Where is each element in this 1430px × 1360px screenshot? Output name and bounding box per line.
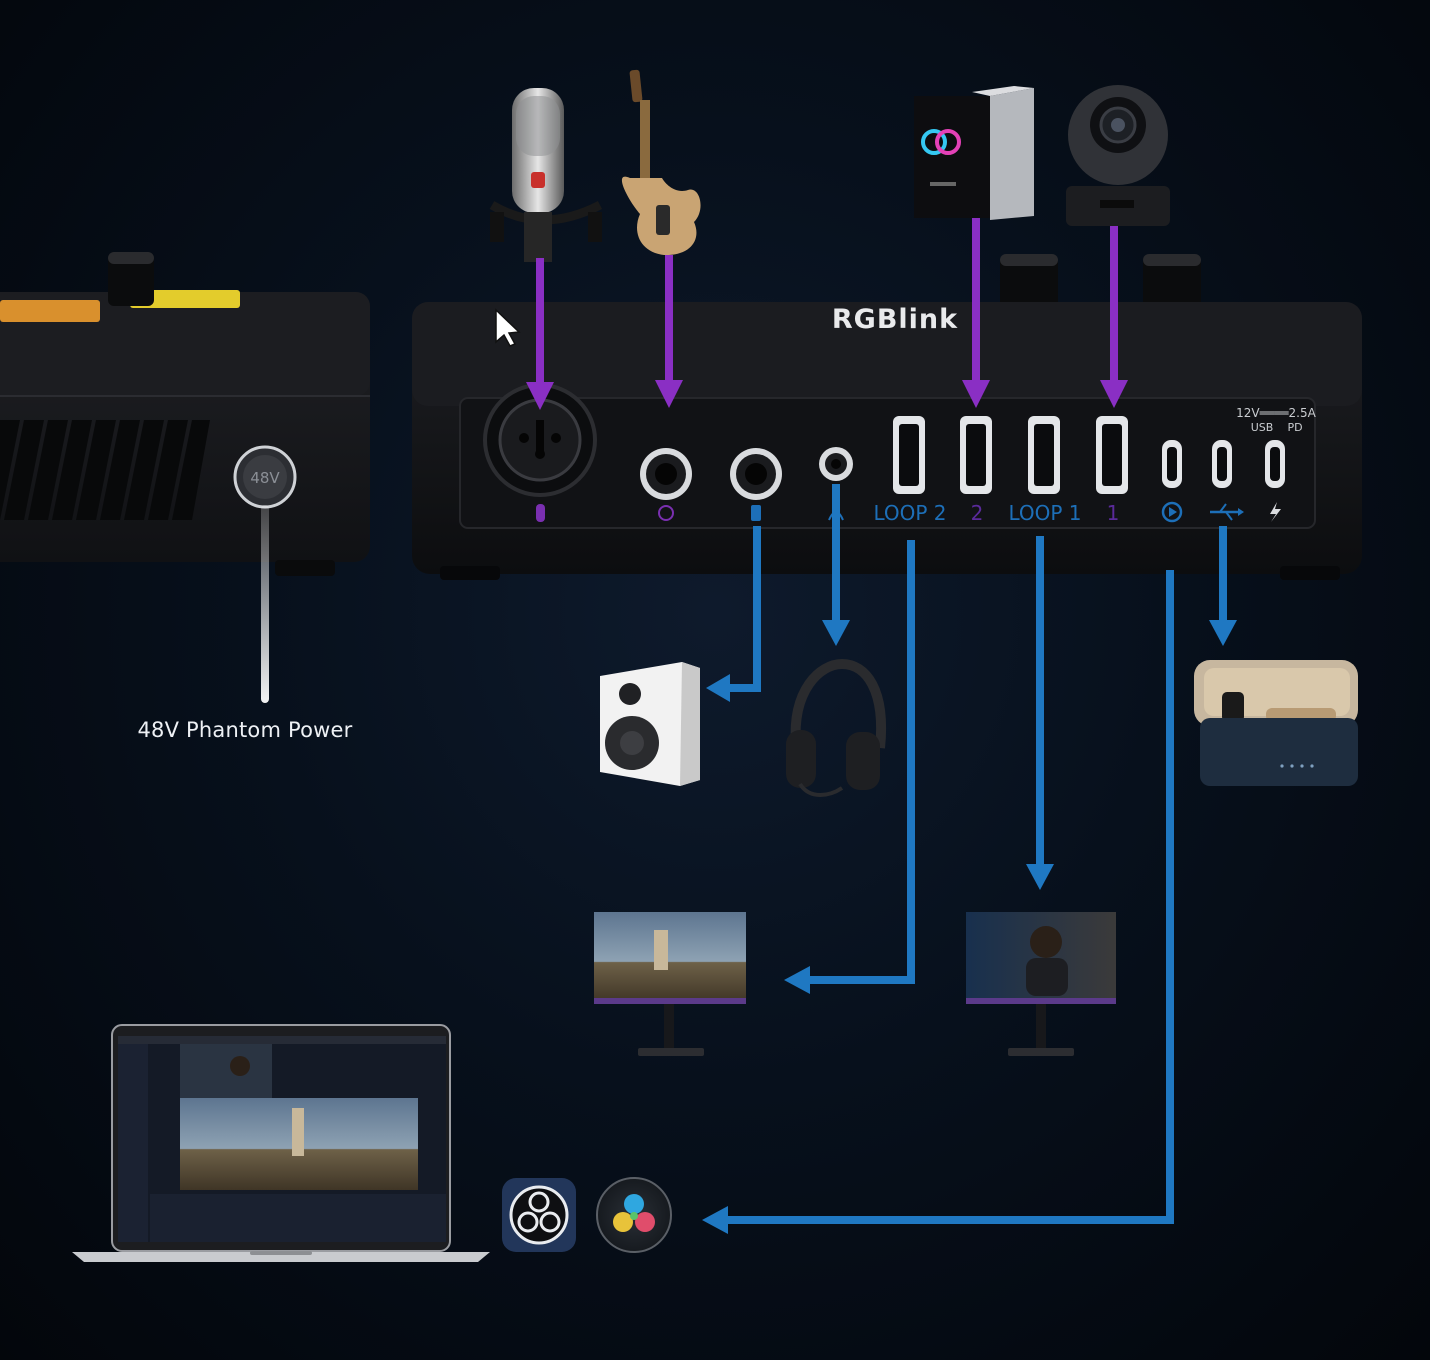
hdmi1-label: 1 bbox=[1107, 501, 1120, 525]
device-front-panel: RGBlink bbox=[412, 254, 1362, 580]
headphone-jack[interactable] bbox=[819, 447, 853, 481]
xlr-combo-input[interactable] bbox=[483, 383, 597, 497]
headset-icon bbox=[786, 658, 887, 797]
mic-input-icon bbox=[536, 504, 545, 522]
speaker-out-jack[interactable] bbox=[730, 448, 782, 500]
obs-studio-icon[interactable] bbox=[502, 1178, 576, 1252]
stream-output-icon bbox=[1161, 501, 1183, 523]
power-bolt-icon bbox=[1270, 502, 1281, 522]
side-vents bbox=[0, 420, 210, 520]
speaker-icon bbox=[600, 662, 700, 786]
studio-microphone-icon bbox=[489, 88, 603, 262]
hdmi-in1-port[interactable] bbox=[1096, 416, 1128, 494]
phantom-power-caption: 48V Phantom Power bbox=[137, 718, 353, 742]
gaming-pc-icon bbox=[914, 86, 1034, 220]
usb-icon bbox=[1210, 503, 1244, 521]
loop1-label: LOOP 1 bbox=[1008, 501, 1081, 525]
side-view-device: 48V bbox=[0, 252, 370, 703]
speaker-output-icon bbox=[751, 505, 761, 521]
ptz-camera-icon bbox=[1066, 85, 1170, 226]
usb-c-host-port[interactable] bbox=[1212, 440, 1232, 488]
power-spec-pd: PD bbox=[1287, 421, 1302, 434]
hdmi-in2-port[interactable] bbox=[960, 416, 992, 494]
knob-left bbox=[1000, 254, 1058, 310]
electric-guitar-icon bbox=[621, 69, 701, 256]
mouse-cursor-icon bbox=[495, 308, 521, 347]
monitor-streamer-icon bbox=[966, 912, 1116, 1056]
monitor-game-scene-icon bbox=[594, 912, 746, 1056]
side-knob bbox=[108, 252, 154, 306]
phantom-power-pointer bbox=[261, 505, 269, 703]
usb-c-stream-port[interactable] bbox=[1162, 440, 1182, 488]
instrument-jack[interactable] bbox=[640, 448, 692, 500]
brand-logo: RGBlink bbox=[832, 304, 958, 335]
orange-fader-strip bbox=[0, 300, 100, 322]
phantom-power-button[interactable]: 48V bbox=[233, 445, 297, 509]
power-spec-usb: USB bbox=[1251, 421, 1274, 434]
knob-right bbox=[1143, 254, 1201, 310]
input-arrows bbox=[526, 218, 1128, 410]
hdmi-loop2-port[interactable] bbox=[893, 416, 925, 494]
phantom-button-label: 48V bbox=[250, 469, 280, 487]
usb-c-power-port[interactable] bbox=[1265, 440, 1285, 488]
wireless-mic-case-icon bbox=[1194, 660, 1358, 786]
hdmi2-label: 2 bbox=[971, 501, 984, 525]
laptop-icon bbox=[72, 1024, 490, 1262]
davinci-resolve-icon[interactable] bbox=[596, 1177, 672, 1253]
hdmi-loop1-port[interactable] bbox=[1028, 416, 1060, 494]
output-arrows bbox=[702, 484, 1237, 1234]
yellow-fader-strip bbox=[130, 290, 240, 308]
power-spec-line1: 12V════2.5A bbox=[1236, 406, 1316, 420]
guitar-input-icon bbox=[658, 505, 674, 521]
loop2-label: LOOP 2 bbox=[873, 501, 946, 525]
